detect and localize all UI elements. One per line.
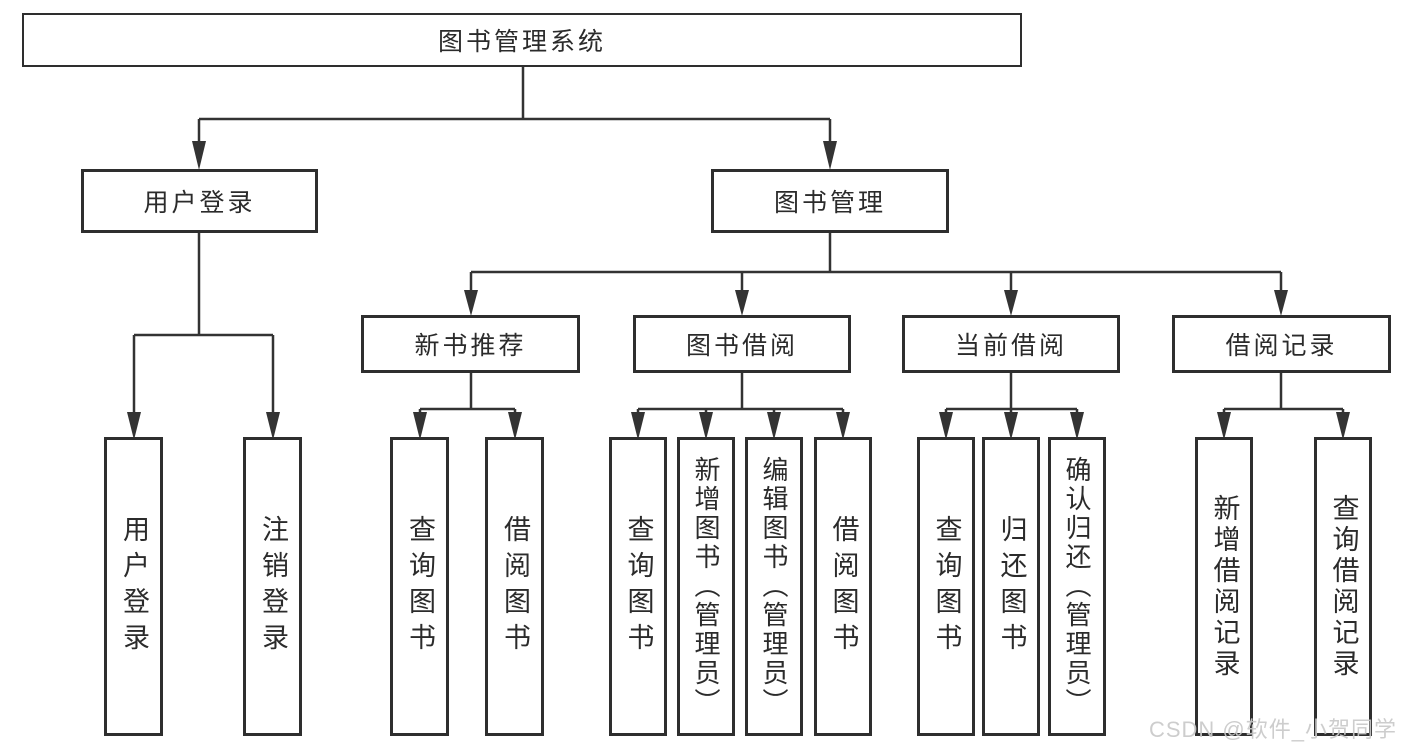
leaf-confirm-return-admin: 确认归还（管理员） bbox=[1048, 437, 1106, 736]
leaf-add-book-admin: 新增图书（管理员） bbox=[677, 437, 735, 736]
node-label: 新增图书（管理员） bbox=[691, 456, 721, 717]
leaf-user-login: 用户登录 bbox=[104, 437, 163, 736]
node-borrowing-records: 借阅记录 bbox=[1172, 315, 1391, 373]
node-label: 图书借阅 bbox=[685, 332, 798, 360]
node-label: 图书管理系统 bbox=[437, 28, 606, 56]
node-new-book-recommend: 新书推荐 bbox=[361, 315, 580, 373]
node-label: 借阅记录 bbox=[1225, 332, 1338, 360]
leaf-add-borrow-record: 新增借阅记录 bbox=[1195, 437, 1253, 736]
node-label: 归还图书 bbox=[996, 514, 1027, 659]
arrowhead-icons bbox=[127, 141, 1350, 440]
node-label: 确认归还（管理员） bbox=[1062, 456, 1092, 717]
node-label: 查询图书 bbox=[405, 514, 435, 659]
node-label: 查询借阅记录 bbox=[1328, 493, 1359, 680]
leaf-return-books: 归还图书 bbox=[982, 437, 1040, 736]
node-label: 注销登录 bbox=[258, 514, 288, 659]
node-label: 查询图书 bbox=[623, 514, 654, 659]
leaf-borrow-books-1: 借阅图书 bbox=[485, 437, 544, 736]
node-root-system: 图书管理系统 bbox=[22, 13, 1022, 67]
node-label: 新书推荐 bbox=[414, 332, 527, 360]
leaf-query-books-2: 查询图书 bbox=[609, 437, 667, 736]
node-label: 用户登录 bbox=[143, 189, 256, 217]
node-label: 图书管理 bbox=[773, 189, 886, 217]
csdn-watermark: CSDN @软件_小贺同学 bbox=[1148, 717, 1397, 742]
node-label: 借阅图书 bbox=[500, 514, 530, 659]
node-label: 借阅图书 bbox=[828, 514, 859, 659]
node-user-login: 用户登录 bbox=[81, 169, 318, 233]
leaf-logout: 注销登录 bbox=[243, 437, 302, 736]
node-book-management: 图书管理 bbox=[711, 169, 949, 233]
node-label: 查询图书 bbox=[931, 514, 962, 659]
leaf-query-borrow-record: 查询借阅记录 bbox=[1314, 437, 1372, 736]
leaf-query-books-3: 查询图书 bbox=[917, 437, 975, 736]
node-label: 当前借阅 bbox=[954, 332, 1067, 360]
node-current-borrowing: 当前借阅 bbox=[902, 315, 1120, 373]
node-book-borrowing: 图书借阅 bbox=[633, 315, 851, 373]
leaf-query-books-1: 查询图书 bbox=[390, 437, 449, 736]
leaf-borrow-books-2: 借阅图书 bbox=[814, 437, 872, 736]
node-label: 编辑图书（管理员） bbox=[759, 456, 789, 717]
node-label: 新增借阅记录 bbox=[1209, 493, 1240, 680]
node-label: 用户登录 bbox=[119, 514, 149, 659]
leaf-edit-book-admin: 编辑图书（管理员） bbox=[745, 437, 803, 736]
